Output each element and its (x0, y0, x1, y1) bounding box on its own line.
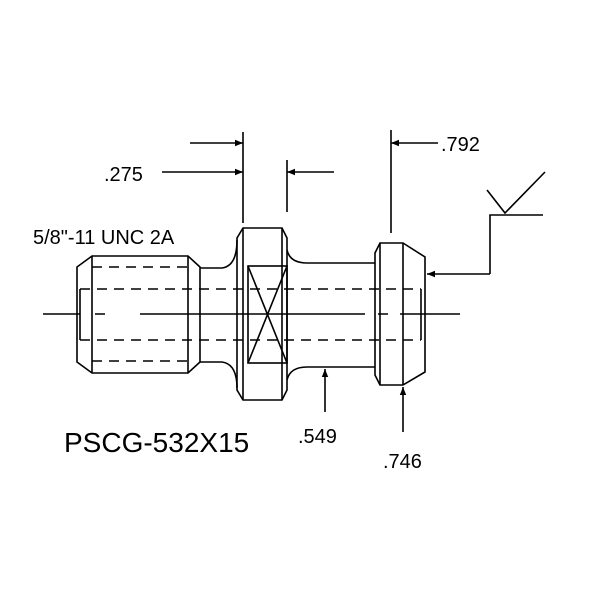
dim-label-275: .275 (104, 164, 143, 186)
part-number-label: PSCG-532X15 (64, 427, 249, 458)
thread-spec-label: 5/8"-11 UNC 2A (33, 227, 175, 249)
dimension-flange-width: .275 (104, 132, 334, 223)
dim-label-549: .549 (298, 426, 337, 448)
hidden-lines (80, 266, 421, 362)
dim-label-746: .746 (383, 451, 422, 473)
dimension-head-position: .792 (390, 130, 480, 233)
shank (286, 249, 375, 381)
dimension-head-diameter: .746 (383, 387, 422, 473)
surface-finish-icon (486, 171, 546, 215)
dim-label-792: .792 (441, 134, 480, 156)
dimension-neck-diameter: .549 (298, 369, 337, 448)
surface-finish-leader (427, 171, 546, 278)
